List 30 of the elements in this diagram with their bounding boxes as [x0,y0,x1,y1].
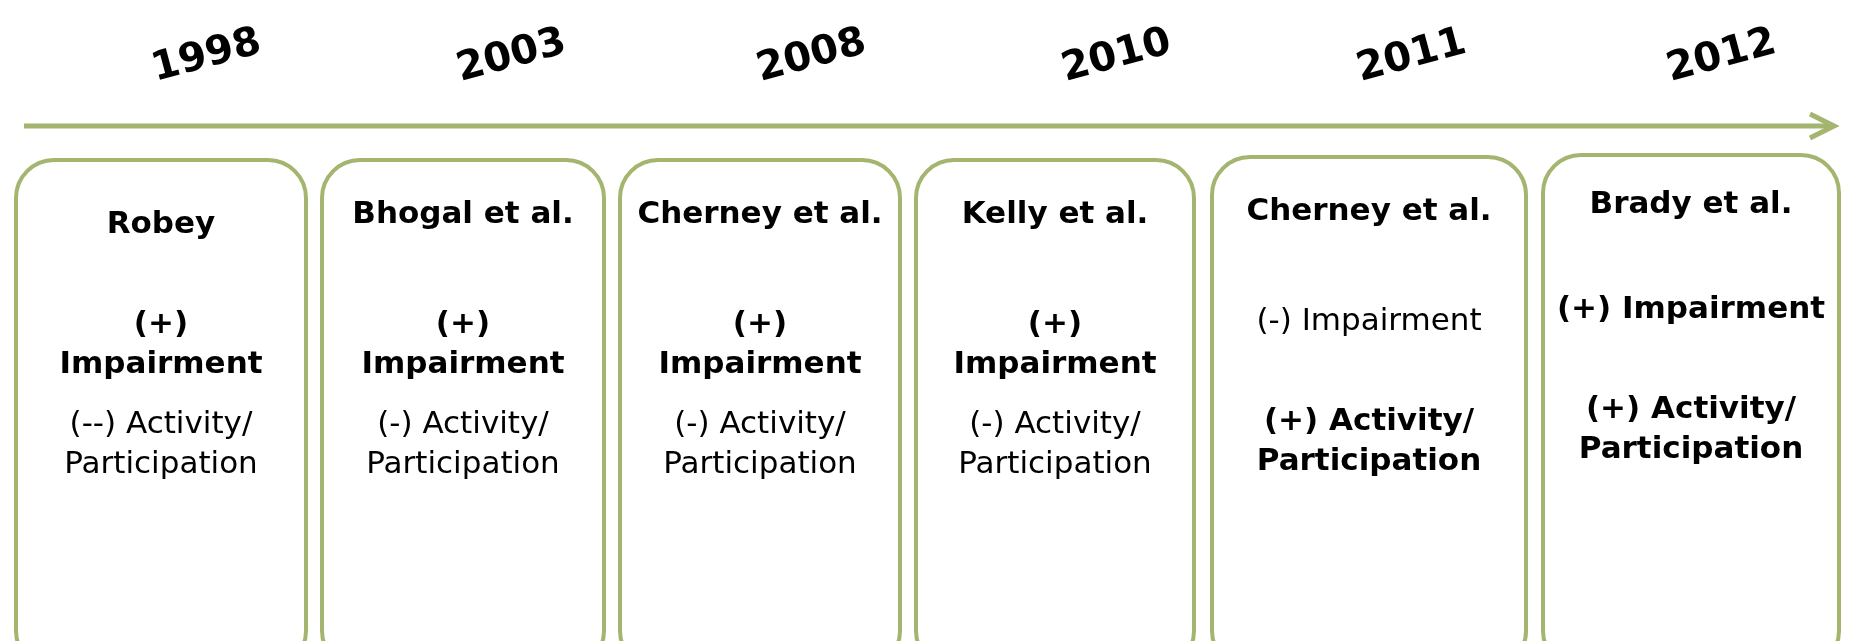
author-heading: Cherney et al. [636,193,884,232]
year-label: 1998 [145,16,266,90]
year-label: 2012 [1660,16,1781,90]
impairment-rating: (+) Impairment [1555,288,1827,327]
activity-rating: (-) Activity/ Participation [662,403,858,482]
year-label: 2010 [1055,16,1176,90]
activity-rating: (+) Activity/ Participation [1255,400,1483,479]
activity-rating: (-) Activity/ Participation [957,403,1153,482]
impairment-rating: (+) Impairment [657,303,863,382]
study-card [1210,155,1528,641]
activity-rating: (-) Activity/ Participation [365,403,561,482]
impairment-rating: (-) Impairment [1255,300,1483,339]
author-heading: Brady et al. [1588,183,1794,222]
year-label: 2003 [450,16,571,90]
impairment-rating: (+) Impairment [360,303,566,382]
activity-rating: (--) Activity/ Participation [63,403,259,482]
study-card [14,158,308,641]
impairment-rating: (+) Impairment [952,303,1158,382]
impairment-rating: (+) Impairment [58,303,264,382]
study-card [618,158,902,641]
author-heading: Cherney et al. [1245,190,1493,229]
author-heading: Bhogal et al. [351,193,575,232]
activity-rating: (+) Activity/ Participation [1577,388,1805,467]
study-card [1541,153,1841,641]
study-card [914,158,1196,641]
study-card [320,158,606,641]
author-heading: Kelly et al. [960,193,1150,232]
author-heading: Robey [105,203,217,242]
year-label: 2008 [750,16,871,90]
year-label: 2011 [1350,16,1471,90]
